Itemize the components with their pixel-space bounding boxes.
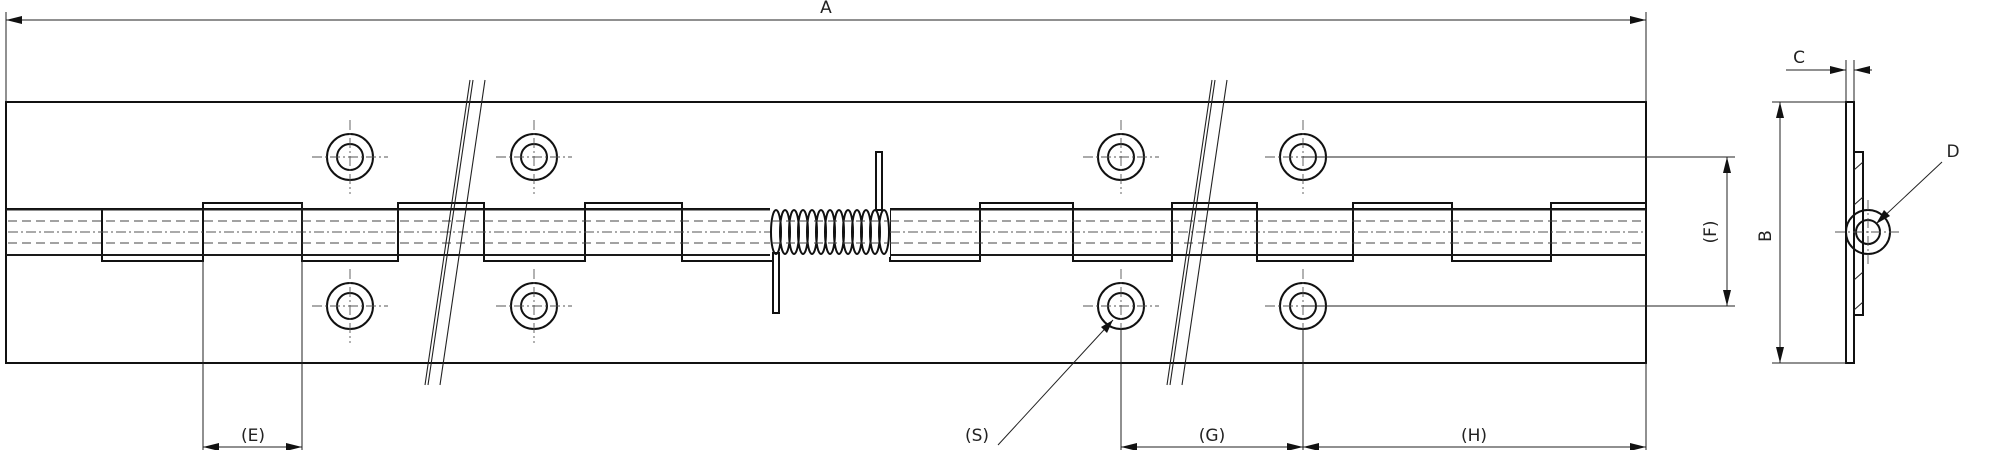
label-d: D <box>1946 142 1959 162</box>
dimension-d: D <box>1876 142 1960 224</box>
spring-leg-lower <box>772 252 780 314</box>
spring-coil <box>878 209 890 255</box>
hole-upper-3 <box>1083 120 1159 194</box>
dimension-a: A <box>5 0 1647 102</box>
dimension-h: (H) <box>1303 363 1647 450</box>
label-s: (S) <box>965 426 989 446</box>
dimension-e: (E) <box>202 203 303 450</box>
hole-lower-1 <box>312 269 388 343</box>
front-view <box>5 79 1647 386</box>
upper-leaf <box>5 101 1647 210</box>
spring-leg-upper <box>875 151 883 211</box>
label-a: A <box>820 0 832 18</box>
label-b: B <box>1756 230 1776 242</box>
label-c: C <box>1793 48 1805 68</box>
dimension-g: (G) <box>1120 329 1304 450</box>
dimension-c: C <box>1786 48 1872 102</box>
dimension-f: (F) <box>1303 156 1735 307</box>
lower-leaf <box>5 254 1647 364</box>
label-h: (H) <box>1461 426 1487 446</box>
torsion-spring <box>770 151 890 314</box>
side-leaf-main <box>1845 101 1855 364</box>
hole-lower-2 <box>496 269 572 343</box>
label-g: (G) <box>1199 426 1225 446</box>
side-view: B C D <box>1756 48 1960 364</box>
dimension-s: (S) <box>965 319 1114 446</box>
side-leaf-hatch <box>1853 161 1864 311</box>
break-lines <box>424 79 1228 386</box>
dimension-b: B <box>1756 101 1846 364</box>
label-e: (E) <box>241 426 265 446</box>
side-leaf-short <box>1853 151 1864 316</box>
hole-upper-1 <box>312 120 388 194</box>
hole-upper-2 <box>496 120 572 194</box>
label-f: (F) <box>1701 220 1721 243</box>
